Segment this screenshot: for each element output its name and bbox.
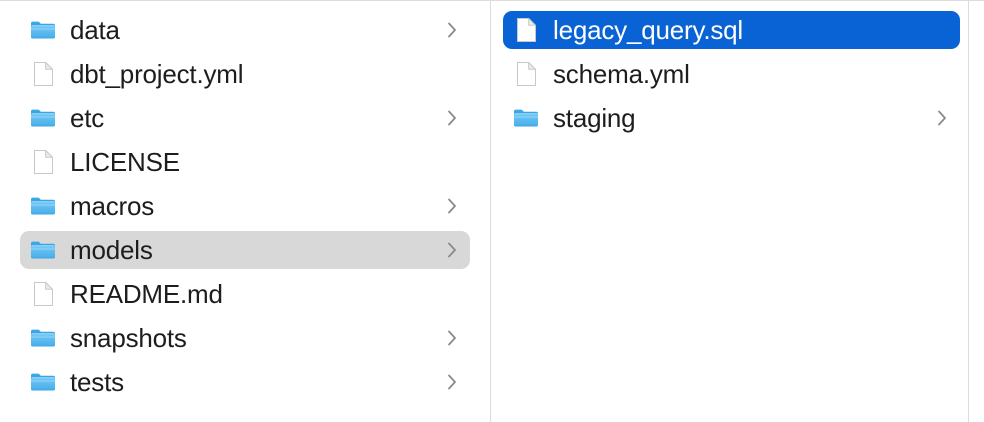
folder-icon bbox=[28, 323, 58, 353]
folder-row[interactable]: models bbox=[20, 231, 470, 269]
chevron-right-icon[interactable] bbox=[444, 239, 460, 261]
file-row[interactable]: dbt_project.yml bbox=[20, 55, 470, 93]
item-name-label: staging bbox=[553, 103, 636, 133]
item-name-label: etc bbox=[70, 103, 105, 133]
chevron-right-icon[interactable] bbox=[444, 107, 460, 129]
item-name-label: legacy_query.sql bbox=[553, 15, 743, 45]
folder-row[interactable]: macros bbox=[20, 187, 470, 225]
folder-row[interactable]: tests bbox=[20, 363, 470, 401]
document-icon bbox=[511, 59, 541, 89]
document-icon bbox=[511, 15, 541, 45]
chevron-right-icon[interactable] bbox=[444, 327, 460, 349]
item-name-label: LICENSE bbox=[70, 147, 180, 177]
chevron-right-icon[interactable] bbox=[444, 195, 460, 217]
item-name-label: README.md bbox=[70, 279, 223, 309]
folder-icon bbox=[28, 103, 58, 133]
finder-column-3-empty bbox=[969, 1, 984, 422]
document-icon bbox=[28, 59, 58, 89]
file-row[interactable]: LICENSE bbox=[20, 143, 470, 181]
folder-row[interactable]: etc bbox=[20, 99, 470, 137]
folder-icon bbox=[28, 15, 58, 45]
folder-icon bbox=[28, 367, 58, 397]
chevron-right-icon[interactable] bbox=[444, 371, 460, 393]
file-list-column-2: legacy_query.sql schema.yml staging bbox=[491, 1, 968, 137]
item-name-label: models bbox=[70, 235, 153, 265]
chevron-right-icon[interactable] bbox=[444, 19, 460, 41]
document-icon bbox=[28, 147, 58, 177]
item-name-label: dbt_project.yml bbox=[70, 59, 244, 89]
file-row[interactable]: schema.yml bbox=[503, 55, 960, 93]
item-name-label: schema.yml bbox=[553, 59, 690, 89]
file-row[interactable]: README.md bbox=[20, 275, 470, 313]
chevron-right-icon[interactable] bbox=[934, 107, 950, 129]
folder-icon bbox=[28, 235, 58, 265]
folder-row[interactable]: staging bbox=[503, 99, 960, 137]
folder-row[interactable]: data bbox=[20, 11, 470, 49]
item-name-label: data bbox=[70, 15, 120, 45]
folder-icon bbox=[28, 191, 58, 221]
item-name-label: snapshots bbox=[70, 323, 187, 353]
item-name-label: tests bbox=[70, 367, 124, 397]
item-name-label: macros bbox=[70, 191, 155, 221]
folder-row[interactable]: snapshots bbox=[20, 319, 470, 357]
folder-icon bbox=[511, 103, 541, 133]
document-icon bbox=[28, 279, 58, 309]
file-row[interactable]: legacy_query.sql bbox=[503, 11, 960, 49]
finder-column-2: legacy_query.sql schema.yml staging bbox=[491, 1, 969, 422]
